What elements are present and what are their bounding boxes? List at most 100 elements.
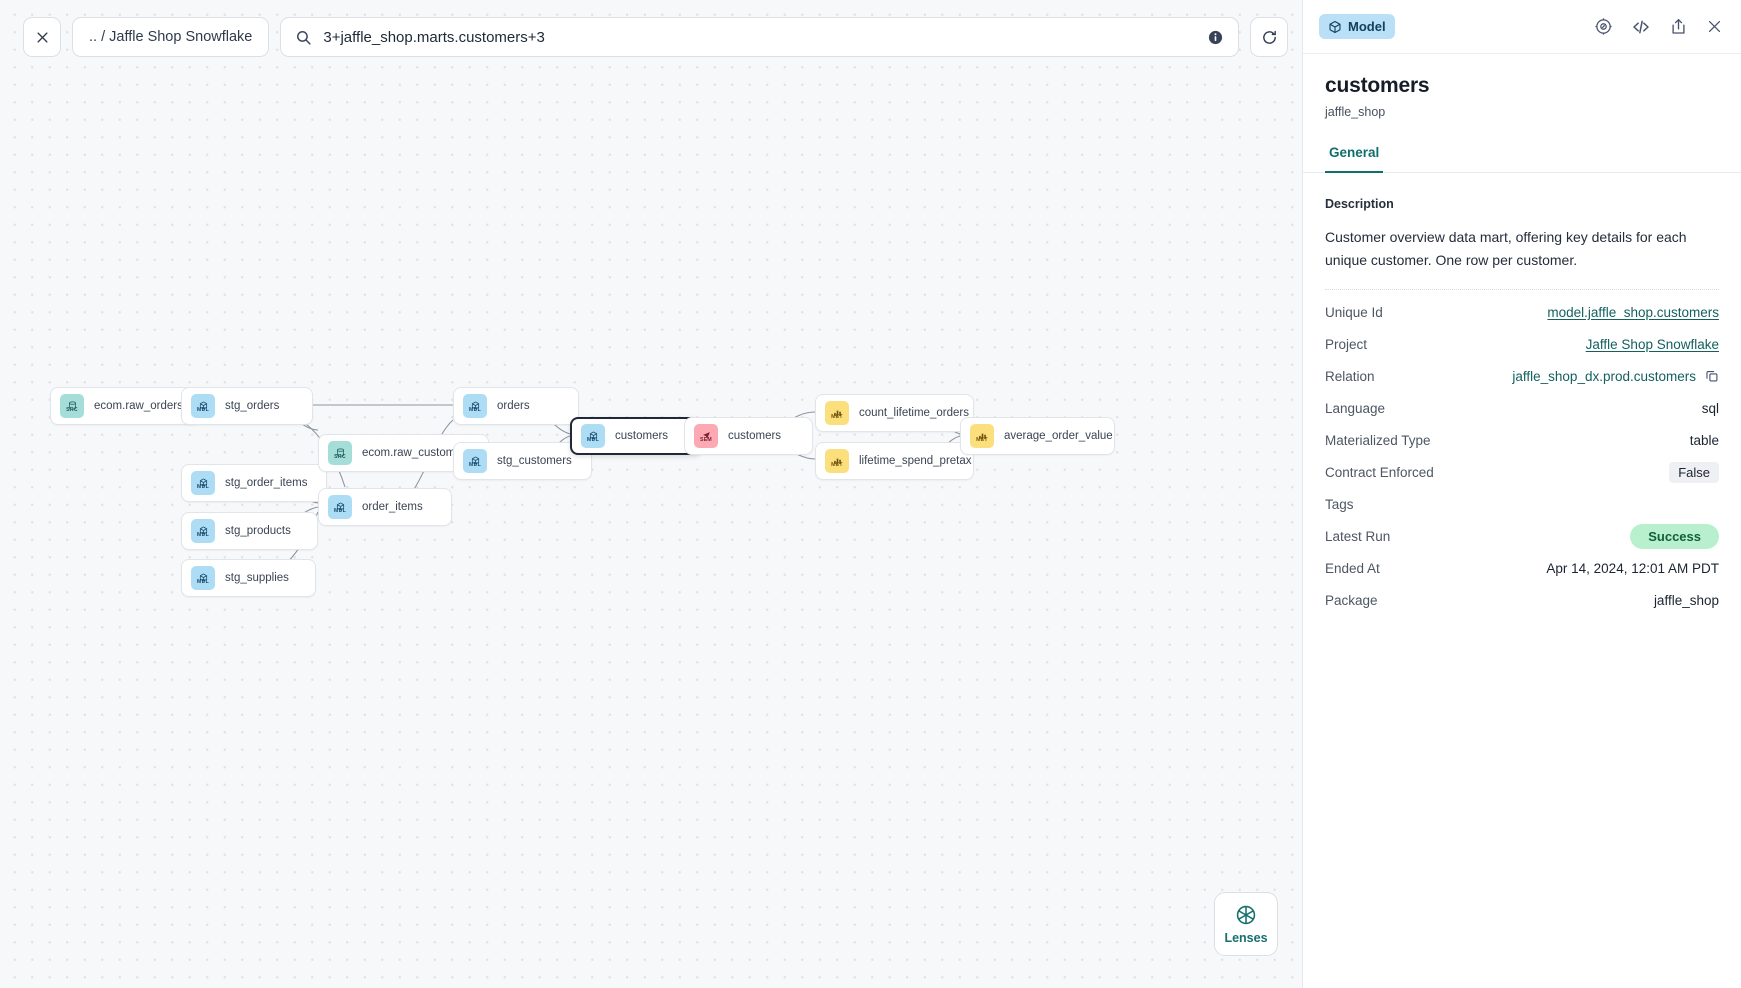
panel-header: Model [1303,0,1741,54]
code-icon[interactable] [1631,17,1651,37]
copy-icon[interactable] [1705,369,1719,383]
tab-general[interactable]: General [1325,145,1384,173]
node-label: order_items [362,501,423,513]
close-panel-icon[interactable] [1706,18,1723,35]
panel-actions [1594,17,1723,37]
detail-row-key: Package [1325,592,1378,608]
canvas-toolbar: .. / Jaffle Shop Snowflake [23,17,1289,57]
detail-row: Relation jaffle_shop_dx.prod.customers [1325,360,1719,392]
search-box[interactable] [280,17,1240,57]
status-badge: Success [1630,523,1719,549]
entity-subtitle: jaffle_shop [1325,105,1386,119]
node-label: count_lifetime_orders [859,407,969,419]
lenses-label: Lenses [1224,930,1268,945]
panel-tabs: General [1303,145,1741,173]
detail-row-key: Unique Id [1325,304,1383,320]
details-panel: Model [1302,0,1741,988]
search-icon [297,30,311,45]
node-type-badge-mdl: MDL [463,394,487,418]
detail-row-key: Contract Enforced [1325,464,1434,480]
detail-row-value: jaffle_shop [1653,592,1719,608]
node-label: stg_order_items [225,477,308,489]
node-type-badge-met: MET [825,449,849,473]
search-input[interactable] [323,28,1208,46]
graph-node-stg_products[interactable]: MDL stg_products [181,512,318,550]
node-type-badge-mdl: MDL [191,519,215,543]
detail-row-value: False [1669,461,1719,483]
detail-row-key: Ended At [1325,560,1380,576]
detail-row-link[interactable]: model.jaffle_shop.customers [1547,304,1719,320]
detail-row: Project Jaffle Shop Snowflake [1325,328,1719,360]
node-type-badge-mdl: MDL [191,566,215,590]
detail-row: Package jaffle_shop [1325,584,1719,616]
detail-row-key: Language [1325,400,1386,416]
node-type-badge-src: SRC [60,394,84,418]
contract-enforced-chip: False [1669,461,1719,483]
share-icon[interactable] [1669,17,1688,36]
detail-row: Materialized Type table [1325,424,1719,456]
graph-node-orders[interactable]: MDL orders [453,387,579,425]
detail-row-value: table [1689,432,1719,448]
entity-type-chip[interactable]: Model [1319,14,1395,39]
description-label: Description [1325,197,1394,211]
node-type-badge-mdl: MDL [463,449,487,473]
divider [1325,289,1719,291]
graph-node-average_order_value[interactable]: MET average_order_value [960,417,1115,455]
detail-row-link[interactable]: jaffle_shop_dx.prod.customers [1512,368,1696,384]
graph-node-customers_model[interactable]: MDL customers [570,417,702,455]
detail-row-link[interactable]: Jaffle Shop Snowflake [1585,336,1719,352]
detail-row: Language sql [1325,392,1719,424]
node-label: ecom.raw_orders [94,400,183,412]
node-label: stg_orders [225,400,280,412]
breadcrumb[interactable]: .. / Jaffle Shop Snowflake [72,17,270,57]
node-label: orders [497,400,530,412]
detail-row-value: sql [1701,400,1719,416]
node-type-badge-mdl: MDL [581,424,605,448]
close-icon [1708,20,1721,33]
node-type-badge-mdl: MDL [191,471,215,495]
node-type-badge-mdl: MDL [328,495,352,519]
info-icon[interactable] [1207,29,1224,46]
node-type-badge-met: MET [970,424,994,448]
detail-row-value: Apr 14, 2024, 12:01 AM PDT [1546,560,1719,576]
detail-row: Latest Run Success [1325,520,1719,552]
page-title: customers [1325,74,1430,97]
focus-icon[interactable] [1594,17,1613,36]
close-icon [36,31,48,43]
node-label: customers [728,430,782,442]
panel-body: Description Customer overview data mart,… [1303,173,1741,988]
graph-node-stg_orders[interactable]: MDL stg_orders [181,387,313,425]
graph-node-ecom_raw_orders[interactable]: SRC ecom.raw_orders [50,387,202,425]
info-icon-glyph [1209,30,1223,44]
node-type-badge-mdl: MDL [191,394,215,418]
detail-row-key: Relation [1325,368,1375,384]
lenses-button[interactable]: Lenses [1214,892,1278,956]
focus-icon-glyph [1595,18,1612,35]
node-label: average_order_value [1004,430,1113,442]
detail-row: Ended At Apr 14, 2024, 12:01 AM PDT [1325,552,1719,584]
detail-row: Contract Enforced False [1325,456,1719,488]
detail-row-key: Materialized Type [1325,432,1431,448]
aperture-icon [1236,905,1256,924]
close-lineage-button[interactable] [23,17,61,57]
refresh-button[interactable] [1250,17,1289,57]
graph-node-order_items[interactable]: MDL order_items [318,488,452,526]
node-type-badge-src: SRC [328,441,352,465]
entity-heading: customers jaffle_shop [1303,54,1741,119]
node-label: stg_products [225,525,291,537]
node-label: customers [615,430,669,442]
graph-node-stg_order_items[interactable]: MDL stg_order_items [181,464,327,502]
detail-row: Unique Id model.jaffle_shop.customers [1325,296,1719,328]
detail-row-key: Tags [1325,496,1354,512]
detail-row-key: Project [1325,336,1368,352]
detail-row-value: jaffle_shop_dx.prod.customers [1512,369,1719,384]
detail-row-key: Latest Run [1325,528,1391,544]
